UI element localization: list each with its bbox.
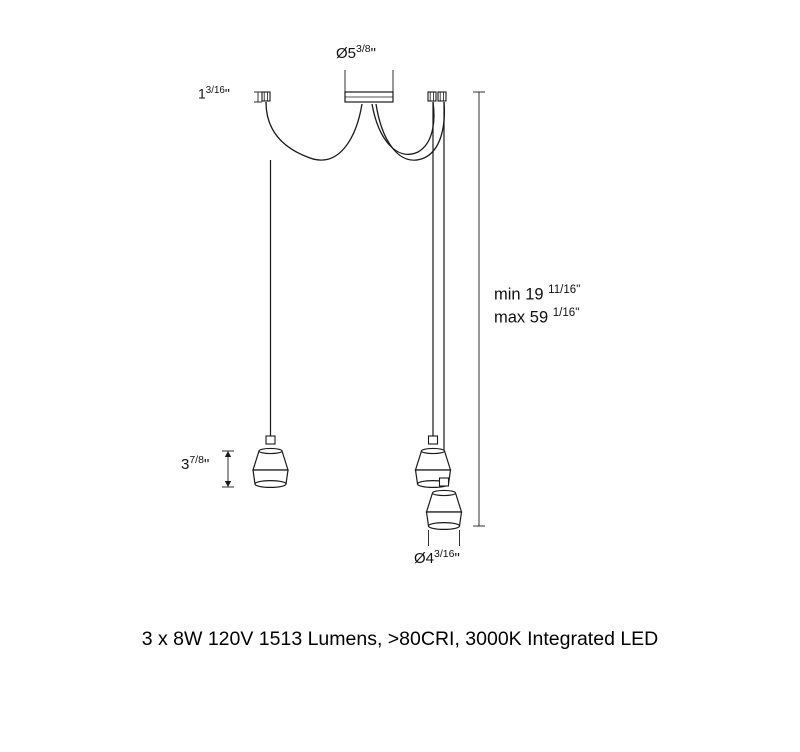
canopy-diameter-symbol: Ø <box>336 45 348 62</box>
dim-shade-diameter <box>428 530 460 546</box>
shade-diameter-symbol: Ø <box>414 550 426 567</box>
shade-diameter-fraction: 3/16 <box>434 548 455 560</box>
shade-height-unit: " <box>203 456 210 473</box>
canopy-height-unit: " <box>224 85 230 102</box>
label-drop-max: max 59 1/16" <box>494 306 580 329</box>
canopy-diameter-fraction: 3/8 <box>356 43 371 55</box>
shade-diameter-unit: " <box>454 550 460 567</box>
label-shade-height: 37/8" <box>181 455 209 472</box>
canopy-height-whole: 1 <box>198 85 206 102</box>
cord-left <box>265 102 272 436</box>
label-shade-diameter: Ø43/16" <box>414 549 460 566</box>
drop-max-fraction: 1/16 <box>552 306 576 319</box>
dim-canopy-height <box>254 91 262 103</box>
drop-min-fraction: 11/16 <box>548 284 577 296</box>
cable-swags <box>265 101 446 161</box>
shade-height-fraction: 7/8 <box>189 454 204 466</box>
canopy-height-fraction: 3/16 <box>205 85 225 96</box>
canopy-diameter-whole: 5 <box>347 45 357 62</box>
dim-canopy-diameter <box>344 70 394 94</box>
canopy-diameter-unit: " <box>370 45 376 62</box>
drop-max-unit: " <box>575 306 580 319</box>
cord-right <box>432 102 445 478</box>
label-canopy-height: 13/16" <box>198 86 230 101</box>
label-drop-min: min 19 11/16" <box>494 283 580 306</box>
dim-shade-height <box>222 450 234 488</box>
label-canopy-diameter: Ø53/8" <box>336 44 376 61</box>
label-drop-extent: min 19 11/16" max 59 1/16" <box>494 283 580 329</box>
drop-max-prefix: max <box>494 308 526 327</box>
drop-max-whole: 59 <box>529 308 549 327</box>
dim-drop-extent <box>473 91 485 527</box>
ceiling-hook-right <box>427 91 447 102</box>
canopy <box>344 91 394 103</box>
drop-min-whole: 19 <box>525 285 544 304</box>
ceiling-hook-left <box>261 91 271 102</box>
product-specification-caption: 3 x 8W 120V 1513 Lumens, >80CRI, 3000K I… <box>141 628 659 650</box>
drop-min-unit: " <box>576 284 581 296</box>
shade-right-lower <box>425 477 463 530</box>
shade-left <box>252 435 289 489</box>
shade-diameter-whole: 4 <box>425 550 435 567</box>
drop-min-prefix: min <box>494 285 521 304</box>
shade-height-whole: 3 <box>181 456 190 473</box>
